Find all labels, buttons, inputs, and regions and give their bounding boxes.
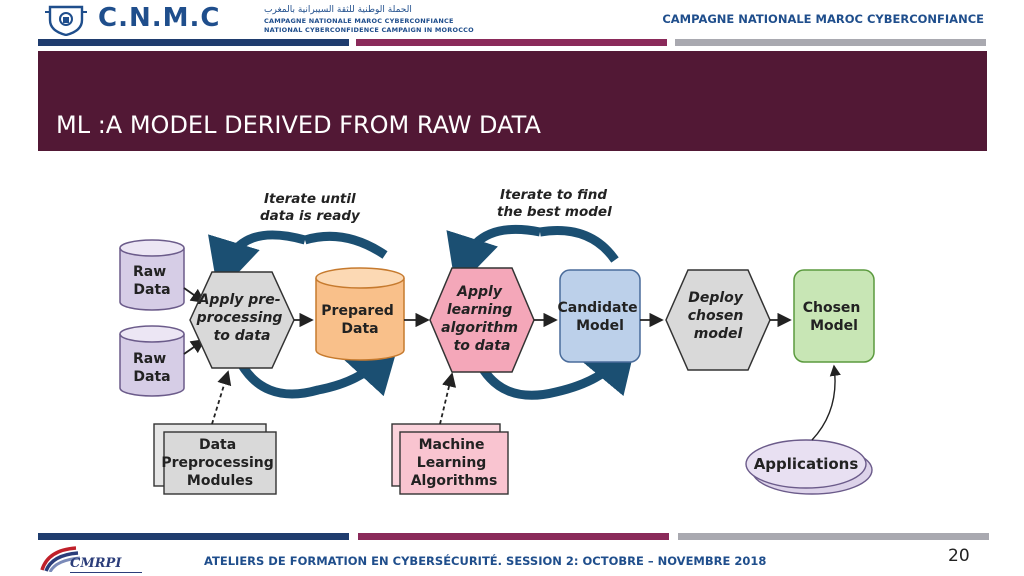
fr-campaign-line: CAMPAGNE NATIONALE MAROC CYBERCONFIANCE	[264, 17, 454, 25]
iterate-label-1: Iterate until data is ready	[260, 191, 361, 224]
top-bar-magenta	[356, 39, 667, 46]
iterate1-line-1: Iterate until	[264, 191, 356, 207]
svg-text:Raw Data: Raw Data	[133, 351, 171, 385]
preprocess-line-1: Apply pre-	[198, 292, 281, 308]
arabic-campaign-line: الحملة الوطنية للثقة السيبرانية بالمغرب	[264, 5, 412, 15]
logo-text: C.N.M.C	[98, 3, 221, 33]
svg-text:Prepared Data: Prepared Data	[321, 303, 398, 337]
modules-line-3: Modules	[187, 473, 253, 489]
svg-text:Raw Data: Raw Data	[133, 264, 171, 298]
iterate-arrow-bottom-1	[233, 338, 401, 399]
algorithms-line-2: Learning	[417, 455, 487, 471]
raw-data-2-line-2: Data	[133, 369, 170, 385]
algorithms-line-1: Machine	[419, 437, 485, 453]
prepared-data-cylinder: Prepared Data	[315, 267, 405, 361]
svg-text:Apply learning alg: Apply learning algorithm to data	[441, 284, 523, 354]
iterate1-line-2: data is ready	[260, 208, 361, 224]
learning-line-1: Apply	[456, 284, 503, 300]
svg-text:Candidate Model: Candidate Model	[557, 300, 642, 334]
dashed-arrow-modules-to-preprocess	[211, 370, 232, 425]
iterate-arrow-top-2b	[539, 226, 619, 263]
cmrpi-swoosh-icon	[40, 546, 80, 572]
learning-line-2: learning	[447, 302, 512, 318]
deploy-line-3: model	[694, 326, 743, 342]
iterate2-line-2: the best model	[497, 204, 612, 220]
raw-data-2-line-1: Raw	[133, 351, 166, 367]
iterate2-line-1: Iterate to find	[500, 187, 607, 203]
svg-text:Machine Learning A: Machine Learning Algorithms	[411, 437, 498, 489]
en-campaign-line: NATIONAL CYBERCONFIDENCE CAMPAIGN IN MOR…	[264, 26, 474, 34]
bottom-bar-grey	[678, 533, 989, 540]
iterate-arrow-top-2	[446, 224, 541, 290]
raw-data-1-line-1: Raw	[133, 264, 166, 280]
applications-label: Applications	[754, 455, 859, 473]
shield-emblem-icon	[45, 5, 87, 36]
cmrpi-logo: CMRPI	[40, 544, 144, 574]
dashed-arrow-algorithms-to-learning	[439, 372, 457, 425]
top-bar-grey	[675, 39, 986, 46]
chosen-line-2: Model	[810, 318, 858, 334]
learning-hexagon: Apply learning algorithm to data	[429, 267, 535, 373]
preprocessing-modules-stack: Data Preprocessing Modules	[153, 423, 278, 495]
preprocess-line-3: to data	[214, 328, 271, 344]
learning-line-3: algorithm	[441, 320, 518, 336]
deploy-hexagon: Deploy chosen model	[665, 269, 771, 371]
iterate-arrow-top-1b	[303, 231, 388, 259]
svg-text:Data Preprocessing: Data Preprocessing Modules	[161, 437, 278, 489]
prepared-line-2: Data	[341, 321, 378, 337]
cnmc-logo: C.N.M.C	[44, 3, 260, 36]
deploy-line-2: chosen	[688, 308, 744, 324]
page-number: 20	[948, 546, 970, 566]
cmrpi-underline	[70, 572, 142, 573]
top-bar-blue	[38, 39, 349, 46]
prepared-line-1: Prepared	[321, 303, 394, 319]
modules-line-2: Preprocessing	[161, 455, 273, 471]
arrow-applications-to-chosen	[811, 364, 841, 441]
deploy-line-1: Deploy	[688, 290, 744, 306]
svg-text:Chosen Model: Chosen Model	[803, 300, 866, 334]
candidate-model-box: Candidate Model	[557, 269, 642, 363]
candidate-line-2: Model	[576, 318, 624, 334]
header-campaign-title: CAMPAGNE NATIONALE MAROC CYBERCONFIANCE	[662, 12, 984, 26]
iterate-arrow-top-1	[208, 230, 307, 294]
svg-text:Apply pre- processing: Apply pre- processing to data	[196, 292, 288, 344]
raw-data-cylinder-1: Raw Data	[119, 239, 185, 311]
cmrpi-logo-text: CMRPI	[70, 556, 122, 571]
algorithms-line-3: Algorithms	[411, 473, 498, 489]
title-band: ML :A MODEL DERIVED FROM RAW DATA	[38, 51, 987, 151]
preprocess-hexagon: Apply pre- processing to data	[189, 271, 295, 369]
footer-session-text: ATELIERS DE FORMATION EN CYBERSÉCURITÉ. …	[204, 554, 767, 568]
learning-line-4: to data	[454, 338, 511, 354]
raw-data-1-line-2: Data	[133, 282, 170, 298]
applications-ellipse: Applications	[745, 439, 873, 495]
chosen-line-1: Chosen	[803, 300, 861, 316]
preprocess-line-2: processing	[196, 310, 283, 326]
iterate-label-2: Iterate to find the best model	[497, 187, 612, 220]
modules-line-1: Data	[199, 437, 236, 453]
iterate-arrow-bottom-2	[473, 337, 638, 400]
ml-algorithms-stack: Machine Learning Algorithms	[391, 423, 509, 495]
svg-text:Deploy chosen mode: Deploy chosen model	[688, 290, 749, 342]
slide-title: ML :A MODEL DERIVED FROM RAW DATA	[56, 111, 541, 139]
ml-process-diagram: Iterate until data is ready Iterate to f…	[119, 187, 875, 495]
candidate-line-1: Candidate	[557, 300, 637, 316]
chosen-model-box: Chosen Model	[793, 269, 875, 363]
bottom-bar-blue	[38, 533, 349, 540]
bottom-bar-magenta	[358, 533, 669, 540]
raw-data-cylinder-2: Raw Data	[119, 325, 185, 397]
